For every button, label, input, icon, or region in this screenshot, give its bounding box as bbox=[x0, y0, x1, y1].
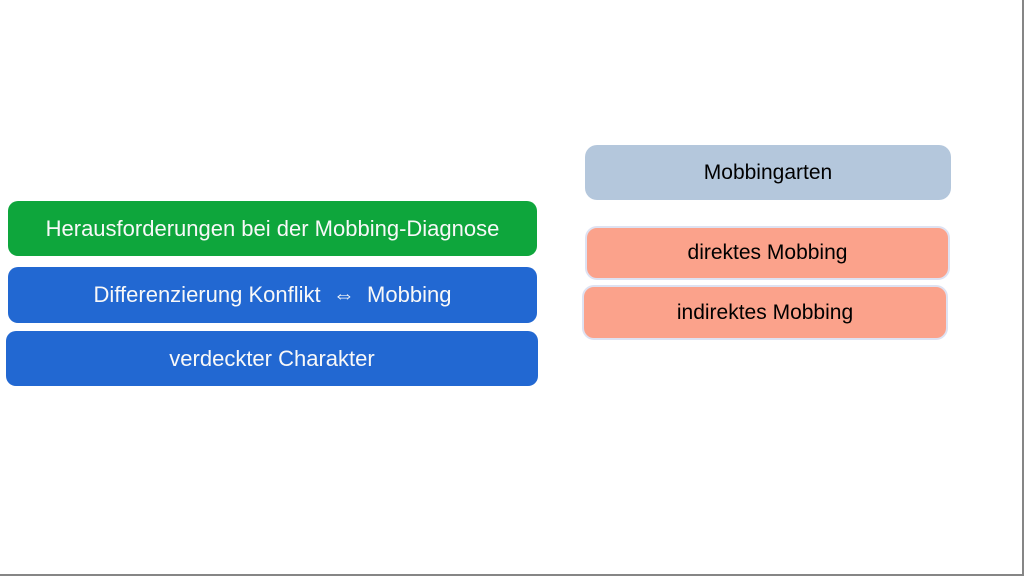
box-direktes-mobbing: direktes Mobbing bbox=[585, 226, 950, 280]
box-mobbingarten-header: Mobbingarten bbox=[585, 145, 951, 200]
box-indirektes-mobbing: indirektes Mobbing bbox=[582, 285, 948, 340]
box-verdeckter-charakter: verdeckter Charakter bbox=[6, 331, 538, 386]
box-herausforderungen-mobbing-diagnose: Herausforderungen bei der Mobbing-Diagno… bbox=[8, 201, 537, 256]
box-differenzierung-konflikt-mobbing: Differenzierung Konflikt ⇔ Mobbing bbox=[8, 267, 537, 323]
